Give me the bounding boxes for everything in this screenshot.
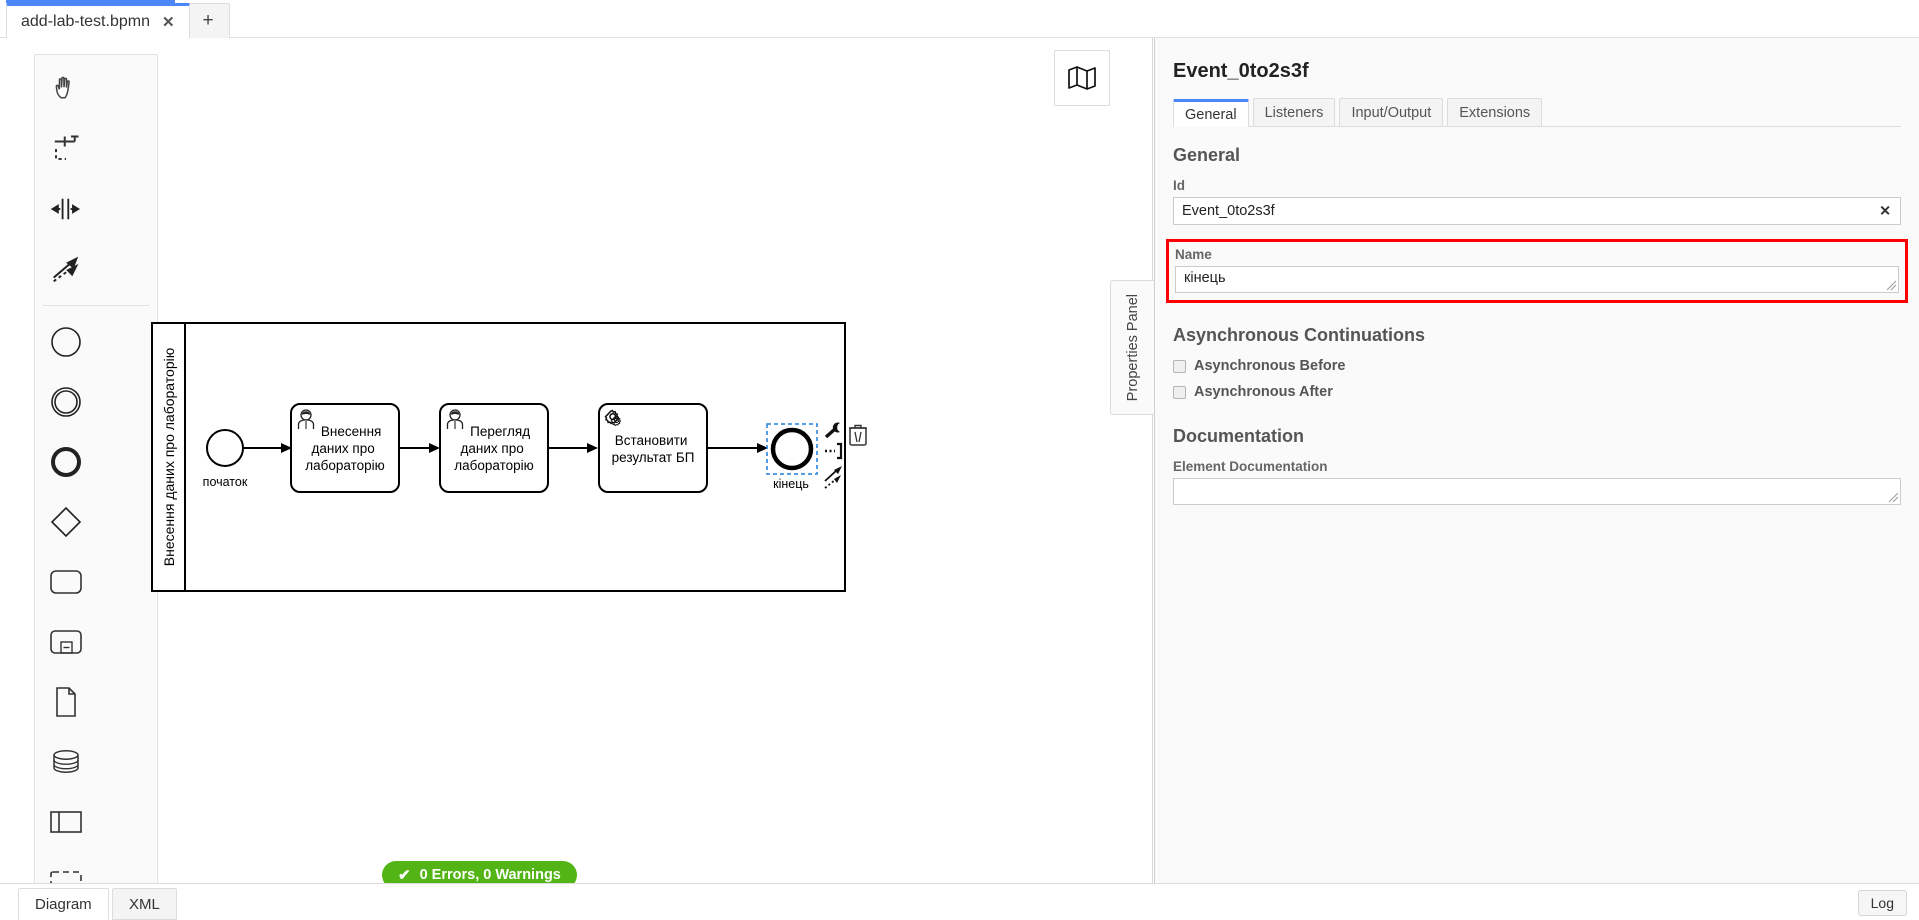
bottom-tab-xml[interactable]: XML [112, 888, 177, 920]
task-label-2: Перегляд даних про лабораторію [454, 424, 534, 473]
resize-grip-icon [1886, 280, 1897, 291]
tab-input-output[interactable]: Input/Output [1339, 98, 1444, 126]
subprocess-icon[interactable] [35, 612, 97, 672]
participant-icon[interactable] [35, 792, 97, 852]
group-icon[interactable] [35, 852, 97, 883]
task-icon[interactable] [35, 552, 97, 612]
end-event-icon[interactable] [35, 432, 97, 492]
id-field-block: Id Event_0to2s3f ✕ [1173, 178, 1901, 225]
editor-tab-add-lab-test[interactable]: add-lab-test.bpmn ✕ [6, 3, 190, 38]
properties-panel-handle[interactable]: Properties Panel [1110, 280, 1154, 415]
hand-tool-icon[interactable] [35, 59, 97, 119]
async-before-label: Asynchronous Before [1194, 358, 1346, 374]
async-after-row[interactable]: Asynchronous After [1173, 384, 1901, 400]
check-icon: ✔ [398, 867, 411, 883]
properties-panel-title: Event_0to2s3f [1173, 60, 1309, 82]
new-tab-label: + [202, 10, 214, 31]
bottom-tab-diagram[interactable]: Diagram [18, 888, 109, 920]
active-tab-underline [6, 0, 175, 3]
async-before-row[interactable]: Asynchronous Before [1173, 358, 1901, 374]
end-event-label: кінець [773, 477, 809, 491]
status-badge[interactable]: ✔ 0 Errors, 0 Warnings [382, 861, 577, 883]
tab-extensions-label: Extensions [1459, 104, 1531, 121]
async-after-checkbox[interactable] [1173, 385, 1186, 399]
user-task-icon [297, 409, 315, 429]
space-tool-icon[interactable] [35, 179, 97, 239]
intermediate-event-icon[interactable] [35, 372, 97, 432]
editor-tab-label: add-lab-test.bpmn [21, 13, 150, 30]
async-after-label: Asynchronous After [1194, 384, 1333, 400]
bpmn-palette [34, 54, 158, 883]
tab-general-label: General [1185, 106, 1237, 123]
map-icon [1068, 66, 1096, 90]
data-store-icon[interactable] [35, 732, 97, 792]
annotation-icon [825, 442, 843, 460]
general-section-heading: General [1173, 145, 1241, 165]
id-input-value: Event_0to2s3f [1182, 203, 1275, 219]
context-pad [824, 422, 843, 489]
connect-icon [824, 466, 842, 489]
tab-listeners-label: Listeners [1264, 104, 1324, 121]
clear-icon[interactable]: ✕ [1879, 202, 1891, 219]
resize-grip-icon [1888, 492, 1899, 503]
bottom-bar: Diagram XML Log [0, 883, 1919, 920]
async-before-checkbox[interactable] [1173, 359, 1186, 373]
properties-panel: Event_0to2s3f General Listeners Input/Ou… [1154, 38, 1919, 883]
close-icon[interactable]: ✕ [161, 13, 175, 31]
pool-label: Внесення даних про лабораторію [161, 348, 177, 566]
start-event-icon[interactable] [35, 312, 97, 372]
tab-listeners[interactable]: Listeners [1252, 98, 1336, 126]
element-documentation-label: Element Documentation [1173, 459, 1328, 474]
tab-extensions[interactable]: Extensions [1447, 98, 1543, 126]
diagram-canvas[interactable]: Внесення даних про лабораторію початок В… [0, 38, 1153, 883]
bottom-tab-xml-label: XML [129, 895, 160, 913]
documentation-section-heading: Documentation [1173, 426, 1305, 446]
service-task-icon [604, 409, 622, 427]
tab-input-output-label: Input/Output [1351, 104, 1432, 121]
start-event-label: початок [203, 475, 248, 489]
id-input[interactable]: Event_0to2s3f ✕ [1173, 197, 1901, 225]
name-input[interactable]: кінець [1175, 266, 1899, 293]
palette-divider [43, 305, 149, 306]
palette-tools-group [35, 59, 157, 299]
editor-tab-bar: add-lab-test.bpmn ✕ + [0, 0, 1919, 38]
tab-general[interactable]: General [1173, 99, 1249, 127]
new-tab-button[interactable]: + [186, 3, 230, 38]
minimap-toggle-button[interactable] [1054, 50, 1110, 106]
lasso-tool-icon[interactable] [35, 119, 97, 179]
status-badge-label: 0 Errors, 0 Warnings [419, 867, 561, 883]
wrench-icon [824, 422, 840, 439]
properties-panel-handle-label: Properties Panel [1124, 293, 1141, 402]
global-connect-icon[interactable] [35, 239, 97, 299]
palette-elements-group [35, 312, 157, 883]
log-button-label: Log [1870, 895, 1894, 911]
id-field-label: Id [1173, 178, 1185, 193]
bpmn-diagram[interactable]: Внесення даних про лабораторію початок В… [0, 38, 1153, 883]
log-button[interactable]: Log [1857, 890, 1907, 916]
element-documentation-input[interactable] [1173, 478, 1901, 505]
name-field-highlight: Name кінець [1166, 239, 1908, 303]
task-label-3: Встановити результат БП [612, 433, 695, 465]
bottom-tab-diagram-label: Diagram [35, 895, 92, 913]
task-label-1: Внесення даних про лабораторію [305, 424, 385, 473]
async-section-heading: Asynchronous Continuations [1173, 325, 1425, 345]
trash-icon [849, 424, 867, 446]
gateway-icon[interactable] [35, 492, 97, 552]
data-object-icon[interactable] [35, 672, 97, 732]
name-field-label: Name [1175, 247, 1212, 262]
name-input-value: кінець [1184, 270, 1226, 286]
user-task-icon [446, 409, 464, 429]
properties-tab-list: General Listeners Input/Output Extension… [1173, 97, 1901, 127]
